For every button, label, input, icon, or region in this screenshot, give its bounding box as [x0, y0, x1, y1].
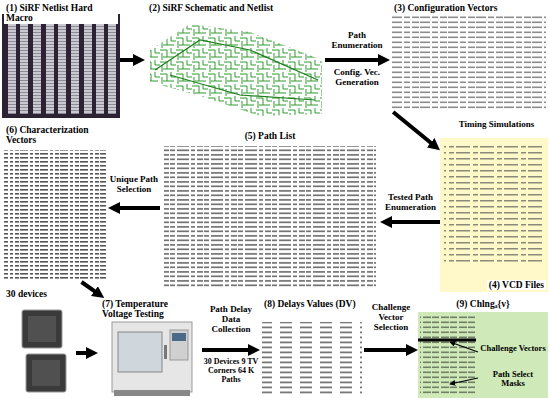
hard-macro-layout [96, 22, 104, 114]
arrow-label: Tested Path Enumeration [383, 193, 438, 213]
connector-group [76, 60, 440, 353]
device-chips [22, 310, 66, 392]
panel-title: (4) VCD Files [487, 280, 546, 290]
challenge-sheet [420, 316, 476, 396]
panel-title: (3) Configuration Vectors [392, 3, 499, 13]
climate-chamber [112, 322, 192, 392]
challenge-sheet [418, 312, 548, 398]
climate-chamber [118, 332, 162, 372]
challenge-sheet [418, 339, 476, 342]
callout-label: Challenge Vectors [480, 344, 546, 353]
device-chips [22, 310, 62, 348]
flow-arrow [82, 282, 98, 293]
flow-arrow [202, 348, 252, 352]
flow-arrow [388, 220, 440, 224]
climate-chamber [170, 330, 188, 360]
characterization-sheet [4, 150, 106, 280]
leader-line [450, 378, 478, 384]
vcd-file-sheet [440, 138, 548, 292]
panel: (1) SiRF Netlist Hard Macro [2, 2, 120, 118]
delay-table [262, 322, 362, 396]
panel-title: (9) Chlngₐ{v} [454, 299, 511, 309]
panel: (2) SiRF Schematic and Netlist [145, 2, 325, 118]
config-vectors-sheet [392, 16, 546, 110]
device-chips [26, 354, 66, 392]
panel: (6) Characterization Vectors [2, 124, 108, 282]
flow-arrow [364, 348, 410, 352]
panel-title: (1) SiRF Netlist Hard Macro [4, 3, 118, 24]
delay-table [262, 322, 362, 396]
schematic-drawing [145, 20, 325, 118]
panel: (8) Delays Values (DV) [260, 298, 364, 398]
leader-line [450, 342, 478, 384]
panel-title: (6) Characterization Vectors [4, 125, 106, 146]
vcd-file-sheet [444, 142, 544, 266]
arrow-label: Challenge Vector Selection [365, 303, 417, 333]
characterization-sheet [4, 150, 106, 280]
hard-macro-layout [108, 22, 116, 114]
arrow-label: Path Delay Data Collection [204, 305, 258, 335]
hard-macro-layout [20, 22, 28, 114]
arrow-label: Timing Simulations [445, 120, 548, 130]
arrow-label: Unique Path Selection [108, 175, 160, 195]
hard-macro-layout [33, 22, 41, 114]
config-vectors-sheet [392, 16, 546, 110]
climate-chamber [172, 333, 186, 341]
flow-arrow [120, 58, 137, 62]
climate-chamber [164, 345, 167, 359]
hard-macro-layout [58, 22, 66, 114]
arrow-note: 30 Devices 9 TV Corners 64 K Paths [203, 358, 259, 384]
device-chips [28, 316, 56, 342]
path-list-sheet [164, 146, 376, 288]
arrow-label: Path Enumeration [327, 31, 387, 51]
climate-chamber [114, 390, 190, 396]
flow-arrow [393, 112, 434, 145]
hard-macro-layout [46, 22, 54, 114]
hard-macro-layout [8, 22, 16, 114]
climate-chamber [112, 322, 192, 396]
flow-arrow [76, 351, 90, 355]
panel-title: (5) Path List [243, 131, 298, 141]
panel-title: 30 devices [4, 289, 49, 299]
vcd-file-sheet [440, 138, 548, 292]
hard-macro-layout [2, 14, 120, 118]
schematic-drawing [145, 20, 325, 118]
device-chips [32, 360, 60, 386]
hard-macro-layout [71, 22, 79, 114]
schematic-drawing [155, 40, 318, 100]
leader-line [450, 342, 478, 352]
panel: (4) VCD Files [440, 138, 548, 292]
challenge-sheet [418, 312, 548, 398]
panel: (5) Path List [160, 130, 380, 292]
panel: (7) Temperature Voltage Testing [98, 298, 202, 398]
panel: 30 devices [2, 288, 76, 396]
hard-macro-layout [2, 14, 120, 118]
hard-macro-layout [84, 22, 92, 114]
panel-title: (7) Temperature Voltage Testing [100, 299, 200, 320]
callout-label: Path Select Masks [480, 370, 546, 389]
flow-arrow [116, 206, 160, 210]
path-list-sheet [164, 146, 376, 288]
panel-title: (8) Delays Values (DV) [262, 299, 358, 309]
panel-title: (2) SiRF Schematic and Netlist [147, 3, 275, 13]
flow-arrow [325, 58, 382, 62]
panel: (3) Configuration Vectors [390, 2, 548, 112]
arrow-note: Config. Vec. Generation [327, 68, 387, 88]
